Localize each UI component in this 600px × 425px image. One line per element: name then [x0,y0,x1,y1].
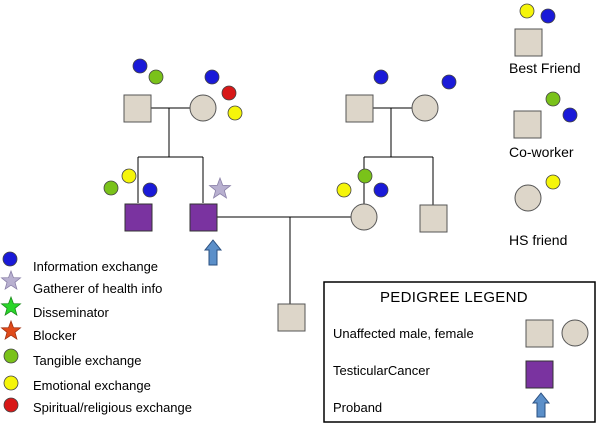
tangible-legend-dot [3,348,19,364]
tangible-dot [148,69,164,85]
emotional-dot [336,182,352,198]
info-dot [562,107,578,123]
info-dot [132,58,148,74]
legend-emotional-exchange: Emotional exchange [33,378,151,393]
legend-spiritual-exchange: Spiritual/religious exchange [33,400,192,415]
exchange-dots [103,58,457,198]
exchange-legend: Information exchange Gatherer of health … [0,251,192,415]
gatherer-legend-icon [0,269,22,291]
co-worker-label: Co-worker [509,144,574,160]
info-dot [142,182,158,198]
wife-node [350,203,378,231]
grandfather-maternal [345,94,374,123]
legend-proband-arrow [531,392,551,418]
best-friend-node [514,28,543,57]
grandmother-maternal [411,94,439,122]
proband-node [189,203,218,232]
grandfather-paternal [123,94,152,123]
proband-arrow [203,239,223,266]
legend-cancer-label: TesticularCancer [333,363,430,378]
tangible-dot [545,91,561,107]
legend-unaffected-label: Unaffected male, female [333,326,474,341]
best-friend-label: Best Friend [509,60,581,76]
info-legend-dot [2,251,18,267]
legend-information-exchange: Information exchange [33,259,158,274]
emotional-dot [121,168,137,184]
emotional-dot [519,3,535,19]
co-worker-node [513,110,542,139]
gatherer-star [208,176,232,199]
info-dot [441,74,457,90]
blocker-legend-icon [0,319,22,341]
emotional-dot [545,174,561,190]
pedigree-legend-box: PEDIGREE LEGEND Unaffected male, female … [323,281,596,423]
legend-blocker: Blocker [33,328,77,343]
legend-gatherer: Gatherer of health info [33,281,162,296]
legend-disseminator: Disseminator [33,305,110,320]
info-dot [204,69,220,85]
grandmother-paternal [189,94,217,122]
legend-unaffected-female [561,319,589,347]
emotional-dot [227,105,243,121]
hs-friend-label: HS friend [509,232,567,248]
legend-proband-label: Proband [333,400,382,415]
info-dot [373,182,389,198]
spiritual-dot [221,85,237,101]
social-network: Best Friend Co-worker HS friend [509,3,581,248]
legend-unaffected-male [525,319,554,348]
wife-brother-node [419,204,448,233]
disseminator-legend-icon [0,295,22,317]
info-dot [540,8,556,24]
tangible-dot [357,168,373,184]
tangible-dot [103,180,119,196]
info-dot [373,69,389,85]
legend-cancer-square [525,360,554,389]
pedigree-lines [137,107,434,304]
brother-affected [124,203,153,232]
emotional-legend-dot [3,375,19,391]
son-node [277,303,306,332]
legend-tangible-exchange: Tangible exchange [33,353,141,368]
hs-friend-node [514,184,542,212]
pedigree-legend-title: PEDIGREE LEGEND [380,289,528,306]
spiritual-legend-dot [3,397,19,413]
